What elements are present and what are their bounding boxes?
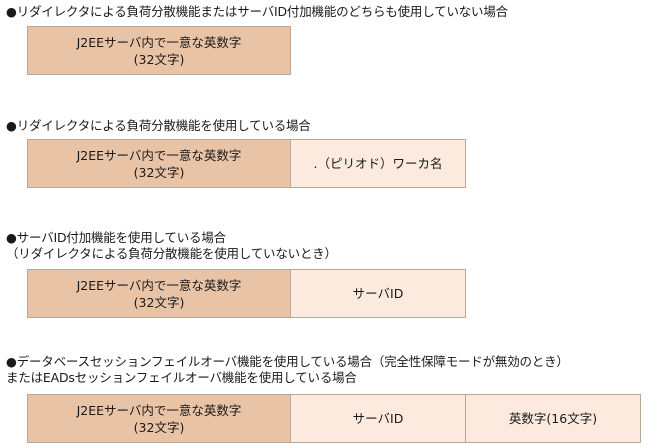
box-sublabel: (32文字) bbox=[133, 164, 185, 180]
box-sublabel: (32文字) bbox=[133, 419, 185, 435]
period-worker-name-box: .（ピリオド）ワーカ名 bbox=[291, 139, 466, 188]
alnum-16-box: 英数字(16文字) bbox=[466, 394, 641, 443]
heading-line: またはEADsセッションフェイルオーバ機能を使用している場合 bbox=[6, 370, 357, 385]
section-heading: ●リダイレクタによる負荷分散機能またはサーバID付加機能のどちらも使用していない… bbox=[6, 4, 508, 20]
heading-line: ●データベースセッションフェイルオーバ機能を使用している場合（完全性保障モードが… bbox=[6, 354, 569, 369]
heading-line: ●リダイレクタによる負荷分散機能を使用している場合 bbox=[6, 118, 311, 133]
heading-line: （リダイレクタによる負荷分散機能を使用していないとき） bbox=[6, 246, 337, 261]
box-label: 英数字(16文字) bbox=[508, 411, 598, 426]
server-id-box: サーバID bbox=[291, 394, 466, 443]
box-sublabel: (32文字) bbox=[133, 294, 185, 310]
section-heading: ●リダイレクタによる負荷分散機能を使用している場合 bbox=[6, 118, 311, 134]
section-heading: ●データベースセッションフェイルオーバ機能を使用している場合（完全性保障モードが… bbox=[6, 354, 569, 386]
unique-alnum-box: J2EEサーバ内で一意な英数字 (32文字) bbox=[27, 26, 291, 75]
box-sublabel: (32文字) bbox=[133, 51, 185, 67]
box-label: J2EEサーバ内で一意な英数字 bbox=[76, 277, 242, 293]
session-id-format-row: J2EEサーバ内で一意な英数字 (32文字) サーバID bbox=[27, 269, 466, 318]
heading-line: ●サーバID付加機能を使用している場合 bbox=[6, 230, 226, 245]
box-label: J2EEサーバ内で一意な英数字 bbox=[76, 402, 242, 418]
unique-alnum-box: J2EEサーバ内で一意な英数字 (32文字) bbox=[27, 139, 291, 188]
box-label: サーバID bbox=[352, 286, 404, 301]
section-heading: ●サーバID付加機能を使用している場合 （リダイレクタによる負荷分散機能を使用し… bbox=[6, 230, 337, 262]
unique-alnum-box: J2EEサーバ内で一意な英数字 (32文字) bbox=[27, 269, 291, 318]
session-id-format-row: J2EEサーバ内で一意な英数字 (32文字) サーバID 英数字(16文字) bbox=[27, 394, 641, 443]
session-id-format-row: J2EEサーバ内で一意な英数字 (32文字) bbox=[27, 26, 291, 75]
server-id-box: サーバID bbox=[291, 269, 466, 318]
session-id-format-row: J2EEサーバ内で一意な英数字 (32文字) .（ピリオド）ワーカ名 bbox=[27, 139, 466, 188]
box-label: サーバID bbox=[352, 411, 404, 426]
unique-alnum-box: J2EEサーバ内で一意な英数字 (32文字) bbox=[27, 394, 291, 443]
heading-line: ●リダイレクタによる負荷分散機能またはサーバID付加機能のどちらも使用していない… bbox=[6, 4, 508, 19]
box-label: .（ピリオド）ワーカ名 bbox=[313, 156, 443, 171]
box-label: J2EEサーバ内で一意な英数字 bbox=[76, 34, 242, 50]
box-label: J2EEサーバ内で一意な英数字 bbox=[76, 147, 242, 163]
